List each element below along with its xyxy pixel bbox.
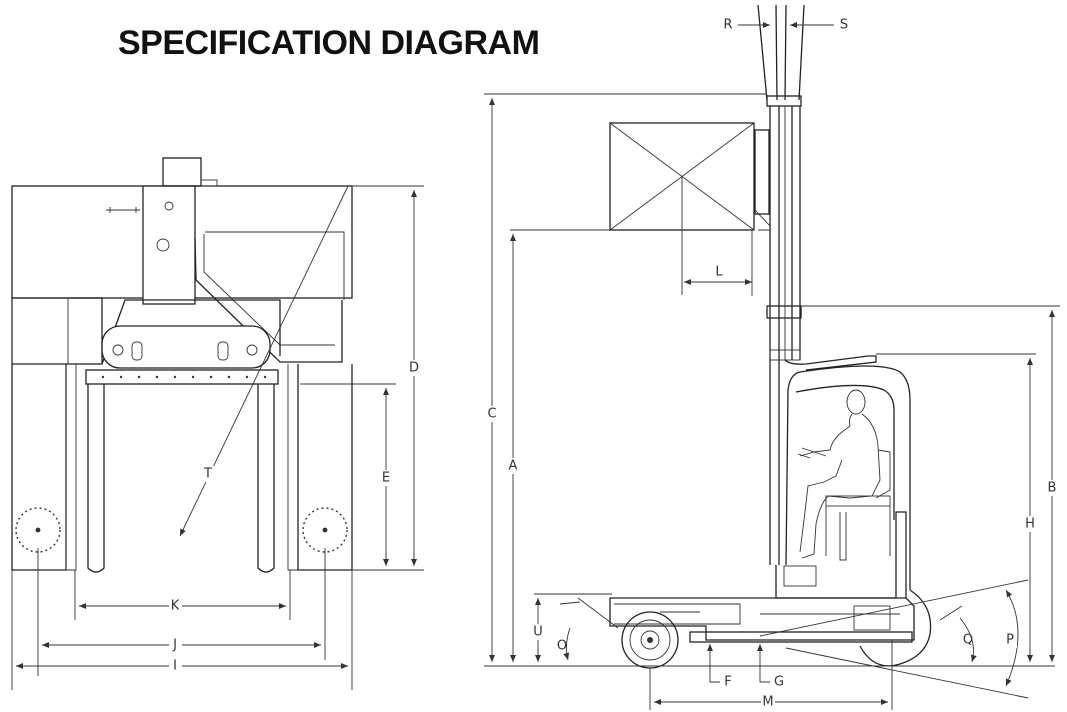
label-l: L — [715, 265, 723, 280]
operator-figure — [797, 389, 891, 559]
label-c: C — [487, 407, 496, 422]
label-t: T — [203, 467, 212, 482]
label-d: D — [409, 361, 419, 376]
label-r: R — [723, 18, 732, 33]
label-g: G — [774, 675, 784, 690]
label-b: B — [1048, 481, 1057, 496]
label-u: U — [533, 625, 543, 640]
dimension-labels: D E T K J I C A U O L F G M R S — [169, 18, 1059, 710]
label-m: M — [762, 695, 773, 710]
label-k: K — [171, 599, 180, 614]
label-o: O — [557, 639, 567, 654]
fork-bar-holes — [101, 375, 267, 379]
label-q: Q — [963, 633, 973, 648]
label-i: I — [173, 659, 177, 674]
label-j: J — [172, 638, 177, 653]
label-f: F — [724, 675, 731, 690]
label-h: H — [1025, 517, 1035, 532]
label-s: S — [840, 18, 848, 33]
front-view — [11, 157, 424, 690]
diagram-title: SPECIFICATION DIAGRAM — [118, 24, 540, 62]
label-p: P — [1006, 633, 1014, 648]
label-a: A — [509, 459, 518, 474]
label-e: E — [382, 471, 390, 486]
side-view — [484, 4, 1060, 710]
